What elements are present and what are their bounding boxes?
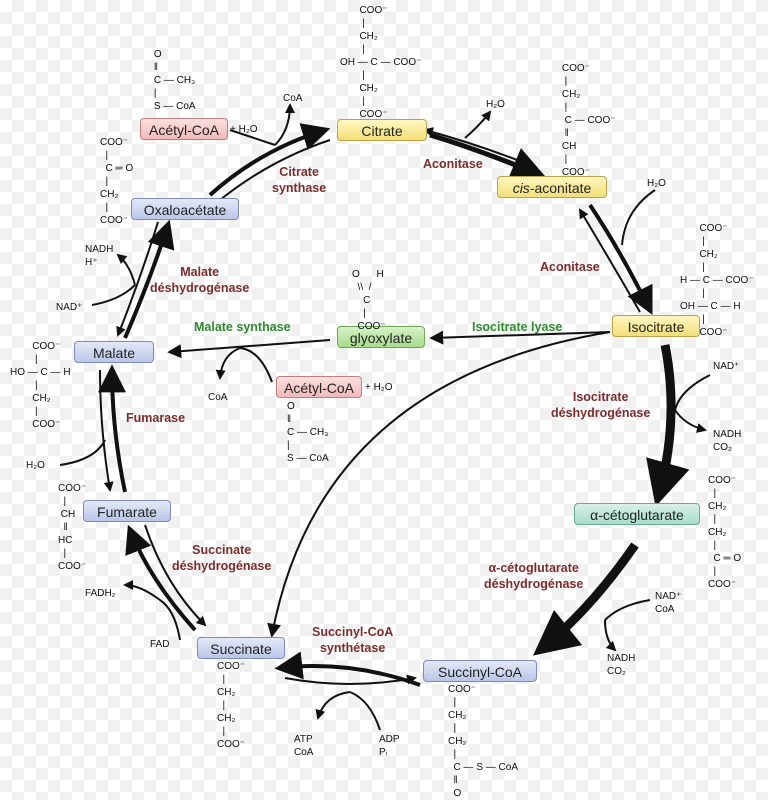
isocitrate-box[interactable]: Isocitrate (612, 315, 700, 337)
acetyl-coa-box-mid[interactable]: Acétyl-CoA (276, 376, 362, 398)
structure-acetyl-coa-mid: O ‖ C — CH₃ | S — CoA (287, 401, 329, 464)
arrow-cisaconitate-isocitrate (588, 203, 653, 316)
coa-mid: CoA (208, 392, 228, 403)
glyoxylate-box[interactable]: glyoxylate (337, 326, 425, 348)
fadh2: FADH₂ (85, 588, 116, 599)
structure-glyoxylate: O H \\ / C | COO⁻ (352, 269, 386, 332)
h2o-aconitase-in: H₂O (647, 178, 666, 189)
arrow-oxaloacetate-citrate (208, 123, 331, 197)
cis-suffix: -aconitate (529, 180, 592, 196)
nadh-co2-isocitrate: NADH CO₂ (713, 429, 742, 453)
nad-isocitrate: NAD⁺ (713, 361, 740, 372)
structure-malate: COO⁻ | HO — C — H | CH₂ | COO⁻ (10, 341, 71, 430)
arrow-atp-out (315, 691, 351, 720)
nadh-co2-akg: NADH CO₂ (607, 653, 636, 677)
structure-succinate: COO⁻ | CH₂ | CH₂ | COO⁻ (217, 661, 246, 750)
arrow-fadh2-out (123, 580, 161, 601)
arrow-cisaconitate-citrate (423, 127, 531, 166)
enzyme-citrate-synthase: Citrate synthase (272, 165, 327, 195)
arrow-isocitrate-succinate (267, 331, 611, 638)
cis-prefix: cis (512, 180, 530, 196)
arrow-nadh-h-out (116, 253, 136, 286)
arrow-citrate-cisaconitate (429, 132, 547, 181)
arrow-succinate-succinylcoa (284, 674, 417, 685)
enzyme-succinate-dehydrogenase: Succinate déshydrogénase (172, 543, 272, 573)
succinyl-coa-box[interactable]: Succinyl-CoA (423, 660, 537, 682)
enzyme-malate-synthase: Malate synthase (194, 320, 291, 334)
fad: FAD (150, 639, 170, 650)
arrow-succinate-fumarate (125, 524, 197, 632)
arrow-adp-in (349, 691, 381, 731)
structure-cis-aconitate: COO⁻ | CH₂ | C — COO⁻ ‖ CH | COO⁻ (561, 63, 616, 178)
structure-citrate: COO⁻ | CH₂ | OH — C — COO⁻ | CH₂ | COO⁻ (340, 5, 422, 120)
arrow-nad-coa-in (604, 599, 651, 621)
enzyme-isocitrate-lyase: Isocitrate lyase (472, 320, 563, 334)
arrow-malate-fumarate (99, 369, 114, 492)
nad-malate: NAD⁺ (56, 302, 83, 313)
arrow-fad-in (159, 599, 181, 641)
arrow-coa-out (274, 103, 295, 146)
enzyme-fumarase: Fumarase (126, 411, 186, 425)
enzyme-malate-dehydrogenase: Malate déshydrogénase (150, 265, 250, 295)
nadh-h: NADH H⁺ (85, 244, 114, 268)
arrow-fumarate-malate (98, 364, 127, 493)
structure-oxaloacetate: COO⁻ | C ═ O | CH₂ | COO⁻ (100, 137, 134, 226)
arrow-h2o-in (621, 189, 656, 246)
acetyl-coa-box-top[interactable]: Acétyl-CoA (140, 118, 228, 140)
structure-acetyl-coa-top: O ‖ C — CH₃ | S — CoA (153, 49, 196, 112)
arrow-h2o-fumarase (59, 439, 106, 466)
arrow-isocitrate-cisaconitate (578, 208, 641, 313)
nad-coa-akg: NAD⁺ CoA (655, 591, 682, 615)
arrow-nad-in (674, 374, 711, 411)
enzyme-aconitase-2: Aconitase (540, 260, 600, 274)
succinate-box[interactable]: Succinate (197, 637, 285, 659)
arrow-glyoxylate-malate (167, 339, 331, 359)
arrow-citrate-oxaloacetate (219, 139, 331, 201)
h2o-aconitase-out: H₂O (486, 99, 505, 110)
alpha-ketoglutarate-box[interactable]: α-cétoglutarate (574, 503, 700, 525)
structure-isocitrate: COO⁻ | CH₂ | H — C — COO⁻ | OH — C — H |… (680, 223, 754, 338)
arrow-nad-malate-in (91, 284, 136, 306)
arrow-acetylcoa-in-2 (239, 347, 273, 383)
structure-succinyl-coa: COO⁻ | CH₂ | CH₂ | C — S — CoA ‖ O (448, 684, 519, 799)
arrow-nadh-co2-out (604, 619, 617, 652)
atp-coa: ATP CoA (294, 734, 314, 758)
plus-h2o-mid: + H₂O (365, 382, 393, 393)
coa-top: CoA (283, 93, 303, 104)
arrow-nadh-out (674, 409, 707, 433)
oxaloacetate-box[interactable]: Oxaloacétate (131, 198, 239, 220)
arrow-fumarate-succinate (144, 524, 207, 627)
enzyme-succinyl-coa-synthetase: Succinyl-CoA synthétase (312, 625, 394, 655)
malate-box[interactable]: Malate (74, 341, 154, 363)
arrow-malate-oxaloacetate (123, 219, 175, 339)
adp-pi: ADP Pᵢ (379, 734, 400, 758)
fumarate-box[interactable]: Fumarate (83, 500, 171, 522)
cis-aconitate-box[interactable]: cis-aconitate (497, 176, 607, 198)
arrow-isocitrate-akg (646, 344, 690, 507)
arrow-succinylcoa-succinate (274, 651, 421, 687)
structure-akg: COO⁻ | CH₂ | CH₂ | C ═ O | COO⁻ (708, 475, 742, 590)
enzyme-aconitase-1: Aconitase (423, 157, 483, 171)
arrow-h2o-out (464, 110, 492, 139)
h2o-fumarase: H₂O (26, 460, 45, 471)
enzyme-akg-dehydrogenase: α-cétoglutarate déshydrogénase (484, 561, 584, 591)
structure-fumarate: COO⁻ | CH ‖ HC | COO⁻ (58, 483, 87, 572)
citrate-box[interactable]: Citrate (337, 119, 427, 141)
arrow-oxaloacetate-malate (116, 221, 159, 337)
plus-h2o-top: + H₂O (230, 124, 258, 135)
arrow-acetylcoa-in (229, 129, 276, 146)
arrow-akg-succinylcoa (532, 542, 639, 656)
arrow-coa-out-2 (215, 347, 241, 380)
enzyme-isocitrate-dehydrogenase: Isocitrate déshydrogénase (551, 390, 651, 420)
arrow-isocitrate-glyoxylate (429, 330, 611, 345)
